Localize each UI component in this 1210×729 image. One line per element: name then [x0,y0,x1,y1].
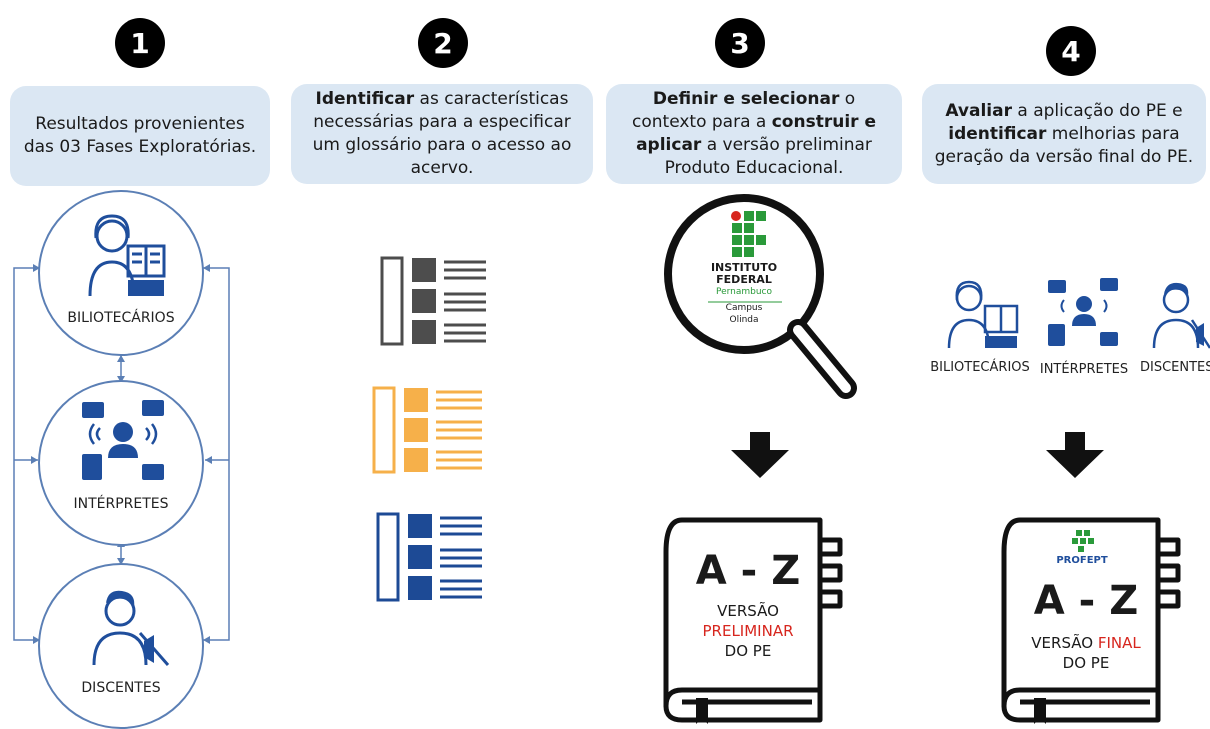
institute-line1: INSTITUTO [710,261,778,274]
list-icon-blue [376,512,482,602]
step-4-text: Avaliar a aplicação do PE e identificar … [934,100,1194,167]
book-preliminar-line2: PRELIMINAR [702,622,794,640]
label-interpretes: INTÉRPRETES [73,496,169,512]
label-interpretes-small: INTÉRPRETES [1039,362,1129,377]
step-3-badge: 3 [715,18,765,68]
student-small-icon [1152,282,1210,349]
institute-line4: Campus [725,303,763,313]
profept-logo: PROFEPT [1056,555,1108,566]
step-3-text: Definir e selecionar o contexto para a c… [632,89,876,178]
magnifier-icon [664,194,857,399]
interpreter-small-icon [1048,278,1118,346]
book-preliminar-az: A - Z [695,548,801,594]
book-final-line1: VERSÃO FINAL [1031,634,1141,652]
librarian-small-icon [947,280,1019,349]
step-1-box: Resultados provenientes das 03 Fases Exp… [10,86,270,186]
circle-discentes [38,563,204,729]
institute-line5: Olinda [729,315,759,325]
book-preliminar-line1: VERSÃO [717,602,779,620]
label-bibliotecarios-small: BILIOTECÁRIOS [930,360,1030,375]
step-1-text: Resultados provenientes das 03 Fases Exp… [23,114,257,157]
step-2-text: Identificar as características necessári… [312,89,572,178]
book-preliminar-line3: DO PE [724,642,772,660]
down-arrow-icon-4 [1046,432,1104,478]
institute-line2: FEDERAL [716,273,772,286]
book-final-icon [1001,517,1181,724]
book-final-az: A - Z [1033,578,1139,624]
book-preliminar-icon [663,517,843,724]
book-final-line2: DO PE [1062,654,1110,672]
circle-interpretes [38,380,204,546]
label-discentes: DISCENTES [81,680,161,696]
institute-line3: Pernambuco [715,287,773,297]
step-3-box: Definir e selecionar o contexto para a c… [606,84,902,184]
interpreter-icon [82,400,164,480]
step-2-badge: 2 [418,18,468,68]
label-discentes-small: DISCENTES [1140,360,1210,375]
label-bibliotecarios: BILIOTECÁRIOS [67,310,175,326]
step-1-badge: 1 [115,18,165,68]
list-icon-gray [380,256,486,346]
down-arrow-icon-3 [731,432,789,478]
list-icon-orange [372,386,482,474]
step-4-box: Avaliar a aplicação do PE e identificar … [922,84,1206,184]
librarian-icon [88,214,166,297]
step-2-box: Identificar as características necessári… [291,84,593,184]
step-4-badge: 4 [1046,26,1096,76]
student-deaf-icon [92,590,170,666]
institute-logo: INSTITUTO FEDERAL Pernambuco Campus Olin… [690,262,798,326]
